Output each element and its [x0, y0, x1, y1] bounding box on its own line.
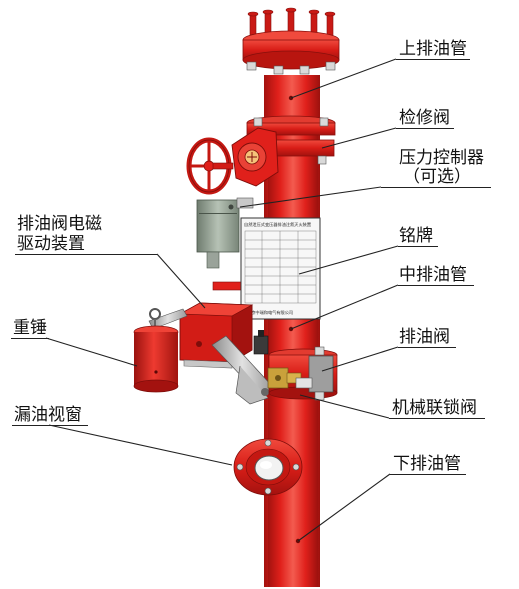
label-maintenance-valve: 检修阀	[399, 108, 450, 128]
handwheel[interactable]	[186, 137, 234, 195]
hammer-lever	[148, 308, 188, 330]
underline-pressure-controller	[381, 187, 491, 188]
label-middle-drain-pipe: 中排油管	[399, 265, 467, 285]
underline-maintenance-valve	[396, 128, 454, 129]
linkage-arm	[211, 335, 273, 405]
label-pressure-controller-optional: （可选）	[403, 167, 471, 187]
maintenance-valve	[186, 115, 336, 195]
label-mechanical-interlock-valve: 机械联锁阀	[392, 398, 477, 418]
underline-lower-drain-pipe	[390, 474, 466, 475]
label-leak-sight-window: 漏油视窗	[14, 405, 82, 425]
top-flange	[242, 7, 340, 101]
label-drain-valve-actuator: 排油阀电磁	[17, 214, 102, 234]
leak-sight-window	[233, 326, 303, 544]
underline-drain-valve	[398, 347, 456, 348]
label-nameplate: 铭牌	[399, 226, 433, 246]
underline-upper-drain-pipe	[396, 59, 470, 60]
underline-heavy-hammer	[11, 338, 49, 339]
underline-leak-sight-window	[12, 425, 88, 426]
heavy-hammer	[133, 325, 179, 393]
mechanical-interlock-valve	[253, 330, 313, 389]
underline-mechanical-interlock-valve	[389, 418, 485, 419]
label-upper-drain-pipe: 上排油管	[399, 39, 467, 59]
label-heavy-hammer: 重锤	[13, 318, 47, 338]
drain-valve	[268, 346, 338, 401]
pressure-controller	[196, 197, 254, 291]
label-pressure-controller: 压力控制器	[399, 148, 484, 168]
underline-drain-valve-actuator	[15, 254, 157, 255]
label-drain-valve: 排油阀	[399, 327, 450, 347]
underline-nameplate	[398, 246, 438, 247]
label-lower-drain-pipe: 下排油管	[393, 454, 461, 474]
label-drain-valve-actuator-line2: 驱动装置	[17, 234, 85, 254]
nameplate-title: 自然泄压式变压器排油注氮灭火装置	[244, 221, 311, 228]
underline-middle-drain-pipe	[398, 285, 474, 286]
nameplate-manufacturer: 北京中瑞和电气有限公司	[247, 309, 293, 316]
leader-lines	[45, 58, 399, 542]
nameplate: 自然泄压式变压器排油注氮灭火装置 北京中瑞和电气有限公司	[240, 217, 321, 320]
